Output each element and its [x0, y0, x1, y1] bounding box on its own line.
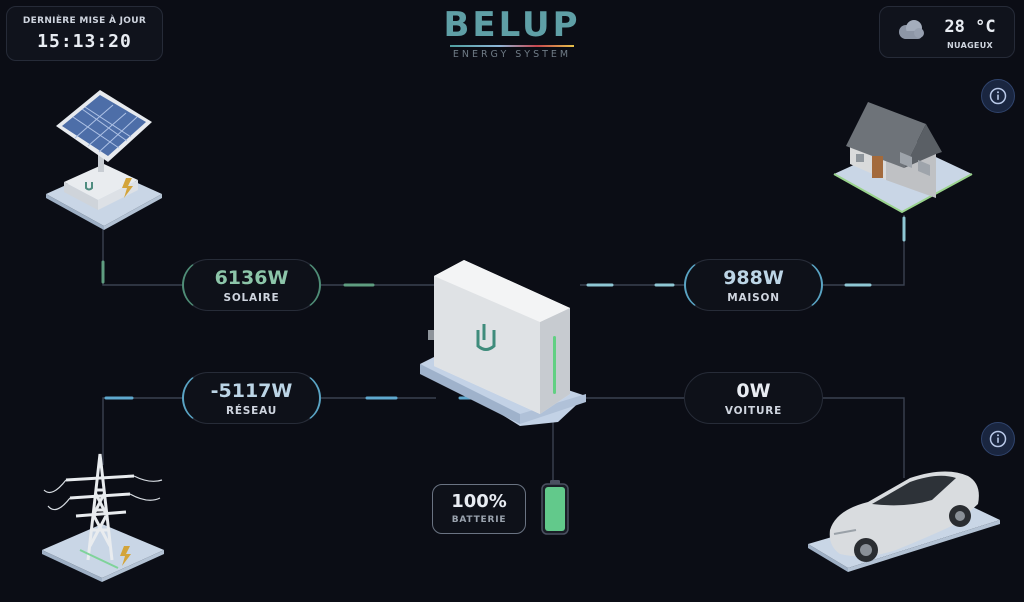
logo-subtitle: ENERGY SYSTEM	[452, 49, 572, 60]
electric-car-icon	[808, 471, 1000, 572]
grid-power-value: -5117W	[210, 380, 293, 402]
house-icon	[833, 102, 973, 214]
battery-card: 100% BATTERIE	[432, 484, 526, 534]
power-pylon-icon	[42, 453, 164, 582]
car-power-value: 0W	[736, 380, 771, 402]
car-power-card: 0W VOITURE	[684, 372, 823, 424]
solar-panel-icon	[46, 90, 162, 230]
solar-power-label: SOLAIRE	[223, 292, 280, 304]
battery-icon	[541, 480, 569, 535]
battery-label: BATTERIE	[451, 515, 507, 525]
solar-power-card: 6136W SOLAIRE	[182, 259, 321, 311]
car-info-button[interactable]	[981, 422, 1015, 456]
battery-value: 100%	[451, 491, 507, 512]
grid-power-label: RÉSEAU	[225, 405, 278, 417]
house-info-button[interactable]	[981, 79, 1015, 113]
last-update-time: 15:13:20	[37, 31, 132, 52]
weather-condition: NUAGEUX	[947, 41, 993, 50]
info-icon	[989, 87, 1007, 105]
cloud-icon	[899, 20, 924, 39]
inverter-icon	[420, 260, 586, 426]
grid-power-card: -5117W RÉSEAU	[182, 372, 321, 424]
logo-underline	[450, 45, 574, 47]
last-update-label: DERNIÈRE MISE À JOUR	[22, 16, 147, 26]
weather-card: 28 °C NUAGEUX	[879, 6, 1015, 58]
house-power-card: 988W MAISON	[684, 259, 823, 311]
last-update-card: DERNIÈRE MISE À JOUR 15:13:20	[6, 6, 163, 61]
info-icon	[989, 430, 1007, 448]
belup-logo: BELUP ENERGY SYSTEM	[432, 6, 592, 66]
house-power-label: MAISON	[727, 292, 780, 304]
battery-level-fill	[545, 487, 565, 531]
house-power-value: 988W	[723, 267, 784, 289]
temperature-value: 28 °C	[944, 17, 996, 37]
logo-text: BELUP	[443, 5, 581, 45]
car-power-label: VOITURE	[724, 405, 783, 417]
solar-power-value: 6136W	[214, 267, 289, 289]
